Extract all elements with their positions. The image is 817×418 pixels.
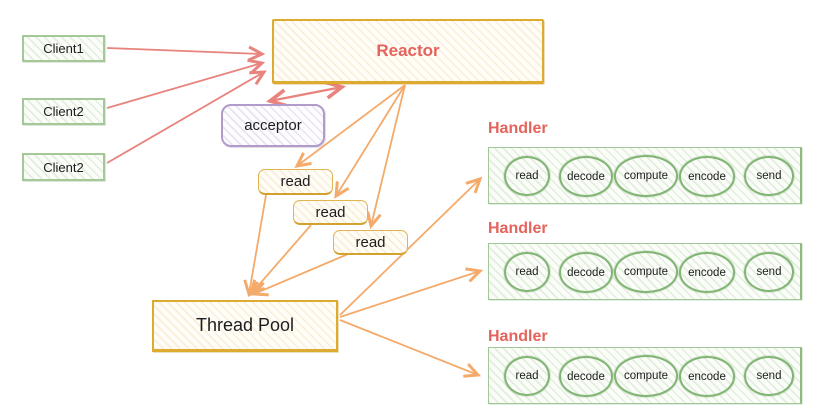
handler2-step-encode: encode (679, 252, 735, 293)
acceptor-box: acceptor (221, 104, 325, 147)
client1-box: Client1 (22, 35, 105, 62)
handler1-box: read decode compute encode send (488, 147, 802, 204)
read-box-2: read (293, 200, 368, 225)
handler2-step-compute: compute (614, 251, 678, 293)
handler3-step-send: send (744, 356, 794, 396)
handler3-step-read: read (504, 356, 550, 396)
handler1-step-compute: compute (614, 155, 678, 197)
read-label-1: read (280, 173, 311, 190)
handler1-step-send: send (744, 156, 794, 196)
handler3-box: read decode compute encode send (488, 347, 802, 404)
handler2-step-decode: decode (559, 252, 613, 293)
handler2-step-read: read (504, 252, 550, 292)
handler3-step-decode: decode (559, 356, 613, 397)
client2-label: Client2 (43, 104, 84, 119)
client3-label: Client2 (43, 159, 84, 175)
handler1-step-encode: encode (679, 156, 735, 197)
read-label-2: read (315, 203, 346, 221)
thread-pool-box: Thread Pool (152, 300, 338, 352)
handler2-step-send: send (744, 252, 794, 292)
read-label-3: read (355, 233, 386, 251)
client2-box: Client2 (22, 98, 105, 125)
handler1-title: Handler (488, 120, 548, 137)
handler2-title: Handler (488, 220, 548, 237)
read-box-1: read (258, 169, 333, 195)
reactor-acceptor-bidirectional-arrow (270, 87, 342, 101)
read-box-3: read (333, 230, 408, 255)
handler3-step-compute: compute (614, 355, 678, 397)
handler3-title: Handler (488, 328, 548, 345)
thread-pool-label: Thread Pool (195, 315, 295, 335)
reactor-label: Reactor (376, 41, 440, 60)
handler1-step-decode: decode (559, 156, 613, 197)
client1-label: Client1 (43, 41, 84, 56)
handler2-box: read decode compute encode send (488, 243, 802, 300)
reactor-box: Reactor (272, 19, 544, 84)
handler3-step-encode: encode (679, 356, 735, 397)
acceptor-label: acceptor (244, 117, 302, 134)
client3-box: Client2 (22, 153, 105, 181)
handler1-step-read: read (504, 156, 550, 196)
